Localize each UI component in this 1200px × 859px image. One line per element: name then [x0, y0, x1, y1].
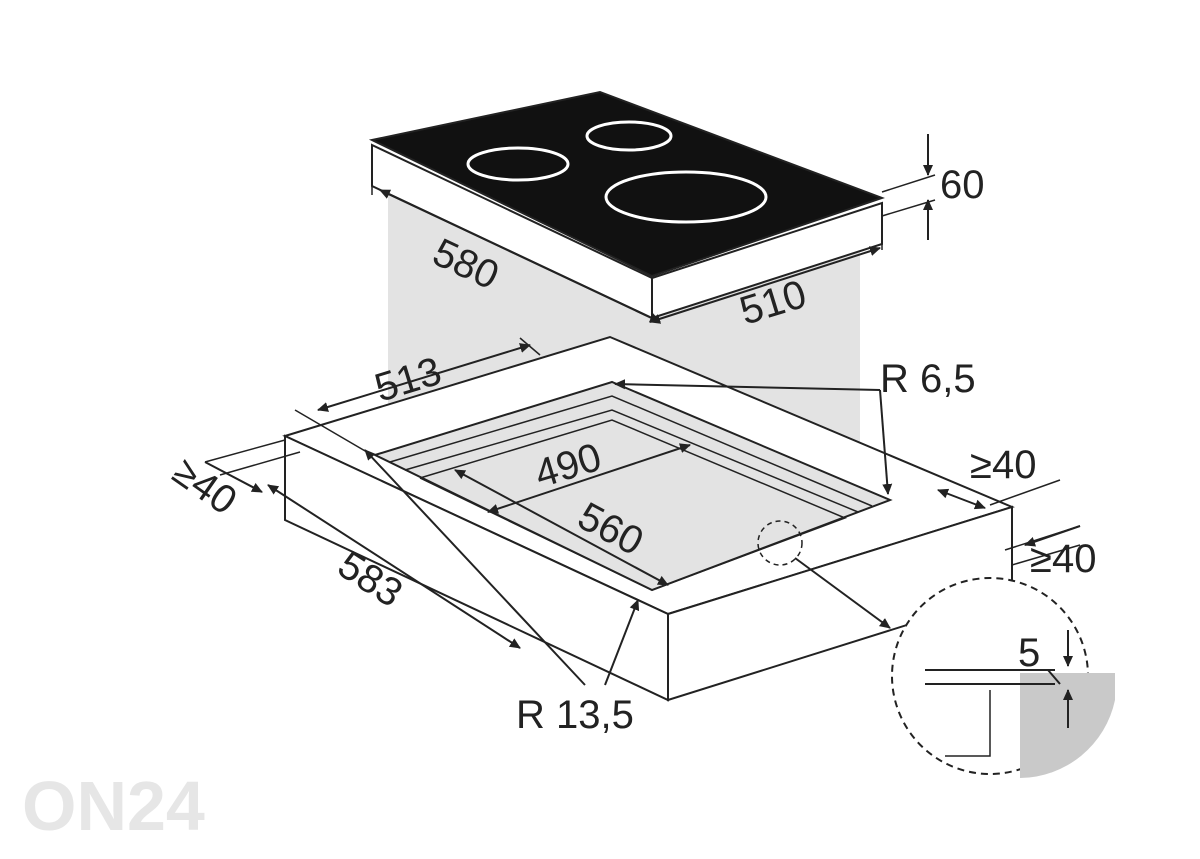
clearance-right-label: ≥40 [970, 443, 1036, 487]
clearance-front-label: ≥40 [1030, 537, 1096, 581]
detail-height-label: 5 [1018, 631, 1040, 675]
detail-callout: 5 [757, 520, 1115, 778]
cooking-zone-small [585, 120, 673, 152]
watermark-logo: ON24 [22, 767, 205, 845]
corner-radius-large-label: R 13,5 [516, 693, 634, 737]
hob-height-label: 60 [940, 163, 985, 207]
clearance-left-label: ≥40 [165, 449, 245, 523]
cooking-zone-medium [466, 146, 570, 182]
corner-radius-small-label: R 6,5 [880, 357, 976, 401]
